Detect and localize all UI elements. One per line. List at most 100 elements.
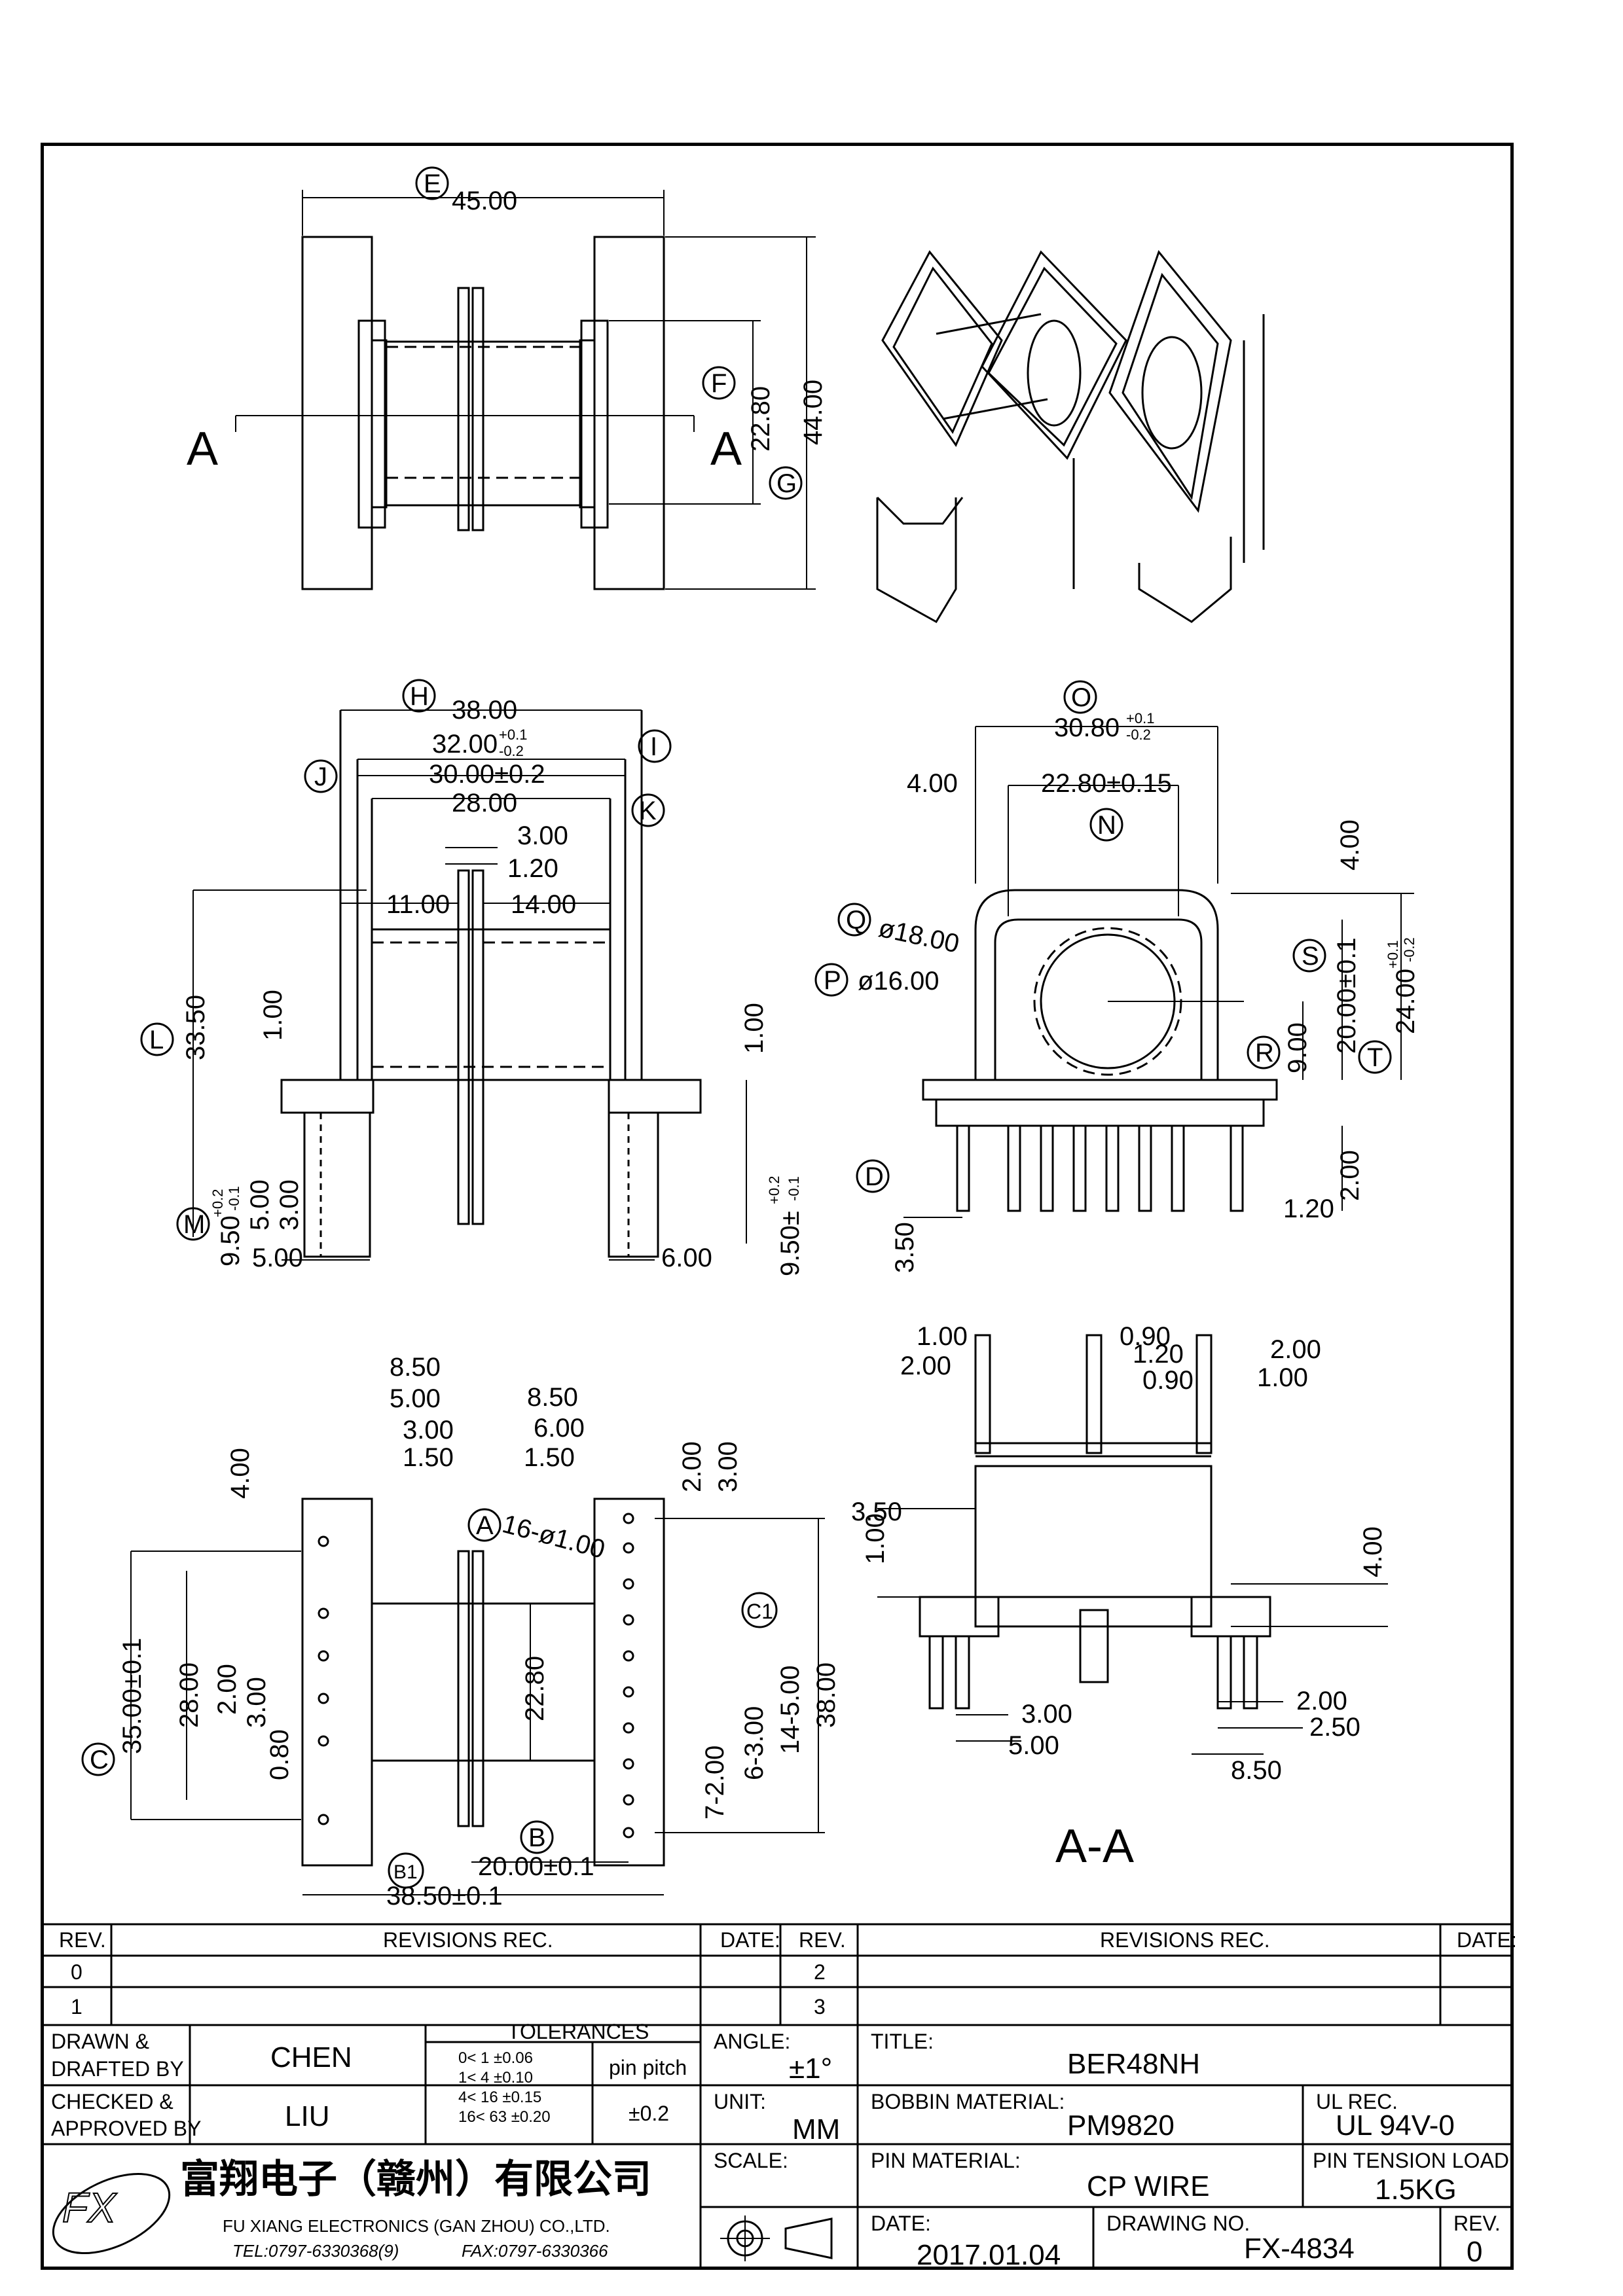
tb-pin-material-value: CP WIRE	[1087, 2170, 1209, 2202]
bv-3800: 38.00	[812, 1662, 841, 1728]
sv-400: 4.00	[1359, 1526, 1387, 1577]
tb-drawn-2: DRAFTED BY	[51, 2057, 184, 2081]
tb-unit-label: UNIT:	[714, 2090, 766, 2113]
sv-500: 5.00	[1008, 1731, 1059, 1760]
dim-right-tol-up: +0.2	[766, 1176, 782, 1204]
dim-120: 1.20	[507, 854, 558, 883]
sv-250: 2.50	[1309, 1713, 1360, 1742]
tb-rev-value: 0	[1467, 2236, 1482, 2268]
sv-100a: 1.00	[917, 1322, 968, 1351]
dim-120-side: 1.20	[1283, 1194, 1334, 1223]
tb-rev0: 0	[71, 1960, 82, 1984]
label-t: T	[1367, 1043, 1383, 1072]
tb-date-value: 2017.01.04	[917, 2239, 1061, 2271]
label-b: B	[528, 1823, 546, 1852]
dim-m-tol-up: +0.2	[210, 1189, 226, 1217]
dim-r: 9.00	[1283, 1022, 1312, 1073]
bottom-view	[130, 1498, 825, 1895]
tb-rev-label: REV.	[1453, 2212, 1501, 2235]
dim-p: ø16.00	[858, 967, 939, 996]
sv-090a: 0.90	[1120, 1322, 1171, 1351]
tb-unit-value: MM	[792, 2113, 840, 2145]
tb-tel: TEL:0797-6330368(9)	[232, 2241, 399, 2261]
dim-400b: 4.00	[1336, 819, 1364, 870]
dim-e: 45.00	[452, 187, 517, 215]
sv-200b: 2.00	[1270, 1335, 1321, 1364]
sv-300: 3.00	[1021, 1700, 1072, 1729]
bv-2800: 28.00	[175, 1662, 204, 1728]
tb-fax: FAX:0797-6330366	[462, 2241, 608, 2261]
section-letter-right: A	[710, 423, 742, 475]
dim-j: 30.00±0.2	[429, 760, 545, 789]
label-g: G	[776, 469, 797, 498]
label-h: H	[410, 682, 429, 711]
tb-tol-3: 16< 63 ±0.20	[458, 2108, 551, 2126]
tb-rev2: 2	[814, 1960, 826, 1984]
label-l: L	[149, 1026, 164, 1054]
label-i: I	[650, 732, 657, 761]
dim-500a: 5.00	[246, 1179, 274, 1230]
drawing-sheet	[41, 143, 1514, 2270]
label-j: J	[314, 762, 327, 791]
sv-100c: 1.00	[861, 1513, 890, 1564]
label-c: C	[90, 1746, 109, 1774]
dim-600: 6.00	[661, 1244, 712, 1272]
dim-o-tol-up: +0.1	[1126, 710, 1154, 726]
front-view	[192, 709, 747, 1261]
label-e: E	[424, 170, 441, 198]
tb-revisions-h1: REVISIONS REC.	[383, 1928, 553, 1952]
top-view	[235, 190, 816, 590]
tb-tol-1: 1< 4 ±0.10	[458, 2069, 533, 2087]
tb-rev1: 1	[71, 1995, 82, 2018]
bv-500a: 5.00	[390, 1384, 441, 1413]
dim-h: 38.00	[452, 696, 517, 725]
label-c1: C1	[746, 1600, 773, 1623]
tb-revisions-h2: REVISIONS REC.	[1100, 1928, 1270, 1952]
sv-100b: 1.00	[1257, 1363, 1308, 1392]
section-letter-left: A	[187, 423, 218, 475]
tb-tol-0: 0< 1 ±0.06	[458, 2049, 533, 2067]
title-block-grid	[41, 1923, 1514, 2270]
tb-tolerances-title: TOLERANCES	[507, 2020, 649, 2043]
dim-350: 3.50	[890, 1222, 919, 1273]
dim-l: 33.50	[181, 995, 210, 1060]
tb-pin-pitch-label: pin pitch	[609, 2056, 687, 2079]
tb-drawing-label: DRAWING NO.	[1106, 2212, 1250, 2235]
tb-tol-2: 4< 16 ±0.15	[458, 2089, 541, 2106]
dim-g: 44.00	[799, 380, 828, 445]
tb-ul-label: UL REC.	[1316, 2090, 1398, 2113]
tb-company-en: FU XIANG ELECTRONICS (GAN ZHOU) CO.,LTD.	[223, 2216, 610, 2236]
dim-o: 30.80	[1054, 713, 1120, 742]
dim-200: 2.00	[1336, 1150, 1364, 1201]
label-m: M	[183, 1210, 205, 1239]
bv-150a: 1.50	[403, 1443, 454, 1472]
sv-120: 1.20	[1133, 1340, 1184, 1369]
dim-i-tol-dn: -0.2	[499, 743, 524, 759]
label-d: D	[865, 1162, 884, 1191]
tb-rev3: 3	[814, 1995, 826, 2018]
label-q: Q	[846, 906, 866, 935]
tb-pin-tension-label: PIN TENSION LOAD:	[1313, 2149, 1515, 2172]
label-b1: B1	[393, 1861, 418, 1883]
bv-850a: 8.50	[390, 1353, 441, 1382]
dim-m-tol-dn: -0.1	[226, 1186, 242, 1211]
sv-090b: 0.90	[1142, 1366, 1194, 1395]
label-s: S	[1302, 942, 1319, 971]
label-k: K	[639, 797, 657, 825]
tb-scale-label: SCALE:	[714, 2149, 788, 2172]
sv-350: 3.50	[851, 1498, 902, 1526]
bv-200a: 2.00	[678, 1441, 706, 1492]
bv-200b: 2.00	[213, 1664, 242, 1715]
dim-i: 32.00	[432, 730, 498, 759]
label-p: P	[824, 966, 841, 995]
tb-angle-label: ANGLE:	[714, 2030, 790, 2053]
tb-rev-h1: REV.	[59, 1928, 106, 1952]
label-o: O	[1071, 683, 1091, 712]
tb-rev-h2: REV.	[799, 1928, 846, 1952]
tb-checked-1: CHECKED &	[51, 2090, 173, 2113]
bv-b1: 38.50±0.1	[386, 1882, 503, 1910]
tb-ul-value: UL 94V-0	[1336, 2109, 1455, 2142]
sv-850: 8.50	[1231, 1756, 1282, 1785]
dim-right-tol-dn: -0.1	[786, 1176, 802, 1201]
dim-m: 9.50	[216, 1215, 245, 1266]
